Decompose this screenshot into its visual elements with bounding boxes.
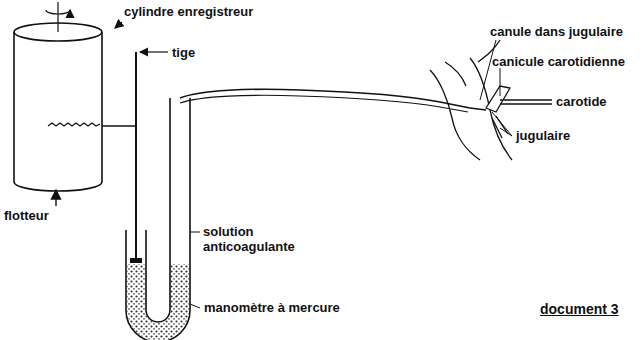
figure-caption: document 3 xyxy=(540,302,619,317)
part-label: flotteur xyxy=(4,208,49,223)
part-label: jugulaire xyxy=(516,128,570,143)
part-label: manomètre à mercure xyxy=(204,300,340,315)
rod xyxy=(130,52,168,263)
part-label: tige xyxy=(172,45,195,60)
cylinder-pointer xyxy=(115,22,122,28)
part-label: carotide xyxy=(556,94,607,109)
float-pointer xyxy=(55,190,56,206)
recording-cylinder xyxy=(14,2,136,191)
part-label: canicule carotidienne xyxy=(492,54,625,69)
mercury-manometer xyxy=(126,98,200,340)
part-label: solution anticoagulante xyxy=(203,224,313,254)
part-label: canule dans jugulaire xyxy=(490,24,623,39)
connecting-tube xyxy=(180,95,468,112)
part-label: cylindre enregistreur xyxy=(124,4,253,19)
